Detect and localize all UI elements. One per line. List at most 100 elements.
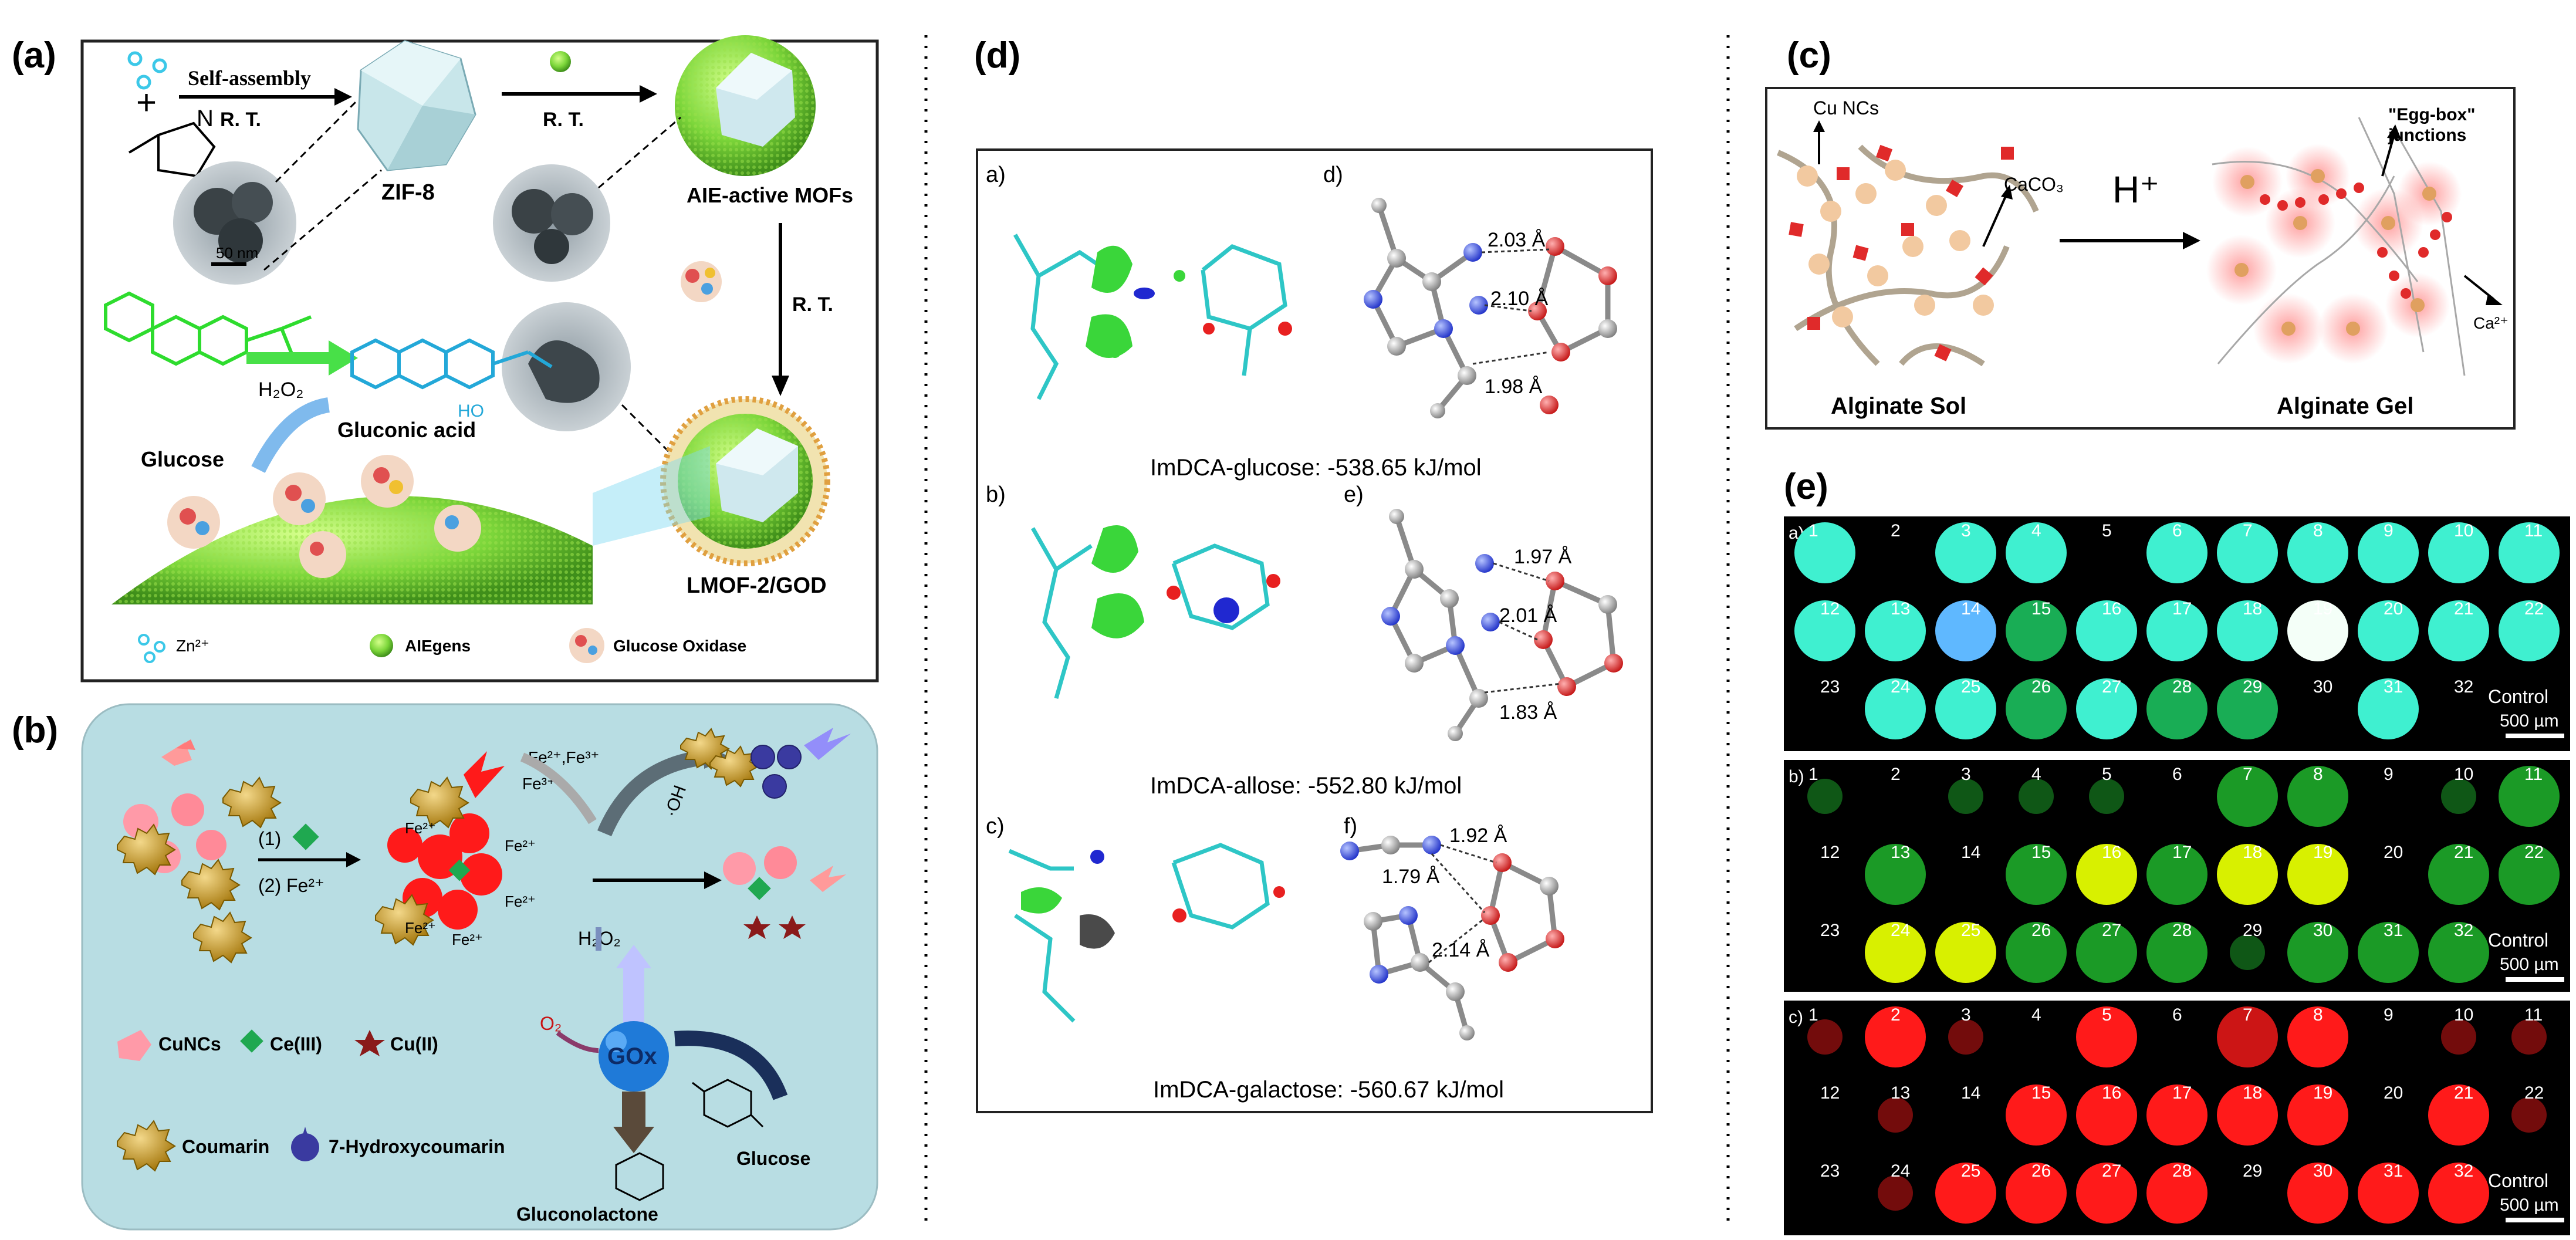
droplet-number: 29 xyxy=(2243,677,2262,697)
droplet xyxy=(1935,522,1996,583)
droplet-number: 10 xyxy=(2454,1005,2473,1025)
droplet-number: 28 xyxy=(2172,677,2192,697)
droplet xyxy=(2499,600,2560,661)
droplet-number: 4 xyxy=(2031,765,2041,784)
droplet xyxy=(2499,844,2560,905)
control-label: Control xyxy=(2488,930,2548,951)
droplet xyxy=(2076,1084,2137,1146)
zn-ion-icon xyxy=(127,51,167,90)
bond-length: 2.03 Å xyxy=(1488,229,1546,251)
glucose-to-gox-arrow xyxy=(674,1030,788,1100)
droplet-number: 4 xyxy=(2031,1005,2041,1025)
zn-ion-icon xyxy=(138,634,165,663)
droplet-number: 12 xyxy=(1820,843,1840,862)
droplet xyxy=(1948,779,1983,814)
droplet-number: 3 xyxy=(1961,521,1971,540)
droplet-number: 18 xyxy=(2243,843,2262,862)
droplet-number: 25 xyxy=(1961,921,1980,940)
droplet-number: 9 xyxy=(2384,521,2394,540)
fluorescence-bolt-violet xyxy=(804,728,851,760)
sublabel-a: a) xyxy=(986,163,1006,187)
droplet xyxy=(2217,1084,2278,1146)
droplet xyxy=(1865,600,1926,661)
sublabel-f: f) xyxy=(1344,814,1357,839)
nci-plot-galactose xyxy=(1008,843,1285,1023)
fluorescence-row-label: b) xyxy=(1789,767,1804,786)
alginate-gel-illustration xyxy=(2206,117,2503,376)
droplet-number: 22 xyxy=(2524,599,2544,619)
legend-ce: Ce(III) xyxy=(270,1033,322,1055)
droplet xyxy=(2499,766,2560,827)
gox-label: GOx xyxy=(607,1043,657,1069)
droplet-number: 25 xyxy=(1961,677,1980,697)
droplet xyxy=(2076,678,2137,739)
caption-glucose: ImDCA-glucose: -538.65 kJ/mol xyxy=(1150,455,1482,481)
droplet-number: 13 xyxy=(1891,1083,1910,1103)
nci-plot-allose xyxy=(1030,525,1280,699)
droplet xyxy=(1878,1097,1913,1133)
legend-hydroxycoumarin: 7-Hydroxycoumarin xyxy=(329,1136,505,1157)
legend-coumarin: Coumarin xyxy=(182,1136,269,1157)
droplet-number: 18 xyxy=(2243,599,2262,619)
legend-god: Glucose Oxidase xyxy=(613,637,746,655)
droplet-number: 6 xyxy=(2172,765,2182,784)
droplet xyxy=(2217,600,2278,661)
fe-label: Fe²⁺ xyxy=(505,837,536,854)
droplet xyxy=(2146,1084,2207,1146)
droplet xyxy=(2428,600,2489,661)
panel-b-background xyxy=(81,703,878,1231)
droplet-number: 30 xyxy=(2313,1161,2332,1181)
droplet xyxy=(2428,922,2489,983)
bond-length: 1.98 Å xyxy=(1485,376,1543,398)
droplet xyxy=(1935,600,1996,661)
scale-bar-50nm: 50 nm xyxy=(216,244,258,262)
panel-d-frame xyxy=(976,148,1653,1113)
o2-label: O₂ xyxy=(540,1013,562,1034)
control-label: Control xyxy=(2488,1170,2548,1191)
droplet xyxy=(2146,600,2207,661)
sublabel-c: c) xyxy=(986,814,1005,839)
droplet-number: 17 xyxy=(2172,599,2192,619)
droplet xyxy=(2006,678,2067,739)
droplet xyxy=(2006,922,2067,983)
droplet-number: 20 xyxy=(2384,1083,2403,1103)
droplet xyxy=(1807,1019,1843,1055)
droplet-number: 11 xyxy=(2524,1005,2543,1025)
droplet xyxy=(2076,922,2137,983)
ball-stick-glucose xyxy=(1364,198,1617,418)
bond-lengths-e: 1.97 Å 2.01 Å 1.83 Å xyxy=(1499,546,1572,724)
droplet-number: 31 xyxy=(2384,921,2403,940)
droplet-number: 19 xyxy=(2313,1083,2332,1103)
bond-length: 2.14 Å xyxy=(1432,939,1490,961)
fe-label: Fe²⁺ xyxy=(505,893,536,910)
droplet-number: 12 xyxy=(1820,599,1840,619)
panel-d: (d) a) d) b) e) c) f) xyxy=(974,35,1653,1113)
droplet-number: 28 xyxy=(2172,1161,2192,1181)
droplet xyxy=(2019,779,2054,814)
droplet-number: 23 xyxy=(1820,1161,1840,1181)
droplet-number: 6 xyxy=(2172,521,2182,540)
droplet xyxy=(2358,678,2419,739)
droplet-number: 20 xyxy=(2384,843,2403,862)
droplet-number: 2 xyxy=(1891,765,1901,784)
panel-c: (c) xyxy=(1765,35,2516,430)
droplet-number: 29 xyxy=(2243,921,2262,940)
droplet-number: 2 xyxy=(1891,1005,1901,1025)
droplet xyxy=(1935,922,1996,983)
droplet-number: 7 xyxy=(2243,521,2253,540)
cunc-products-right xyxy=(723,846,846,900)
droplet-number: 5 xyxy=(2102,1005,2112,1025)
droplet-number: 1 xyxy=(1808,1005,1818,1025)
droplet-number: 5 xyxy=(2102,521,2112,540)
droplet-number: 1 xyxy=(1808,521,1818,540)
droplet-number: 5 xyxy=(2102,765,2112,784)
gluconolactone-structure xyxy=(615,1152,664,1201)
fluorescence-row-label: c) xyxy=(1789,1008,1803,1027)
fe-ion-labels: Fe²⁺ Fe²⁺ Fe²⁺ Fe²⁺ Fe²⁺ xyxy=(405,819,536,948)
droplet-number: 17 xyxy=(2172,843,2192,862)
droplet-number: 12 xyxy=(1820,1083,1840,1103)
droplet xyxy=(1935,1163,1996,1224)
droplet-number: 4 xyxy=(2031,521,2041,540)
droplet-number: 13 xyxy=(1891,843,1910,862)
panel-c-frame xyxy=(1765,87,2516,430)
